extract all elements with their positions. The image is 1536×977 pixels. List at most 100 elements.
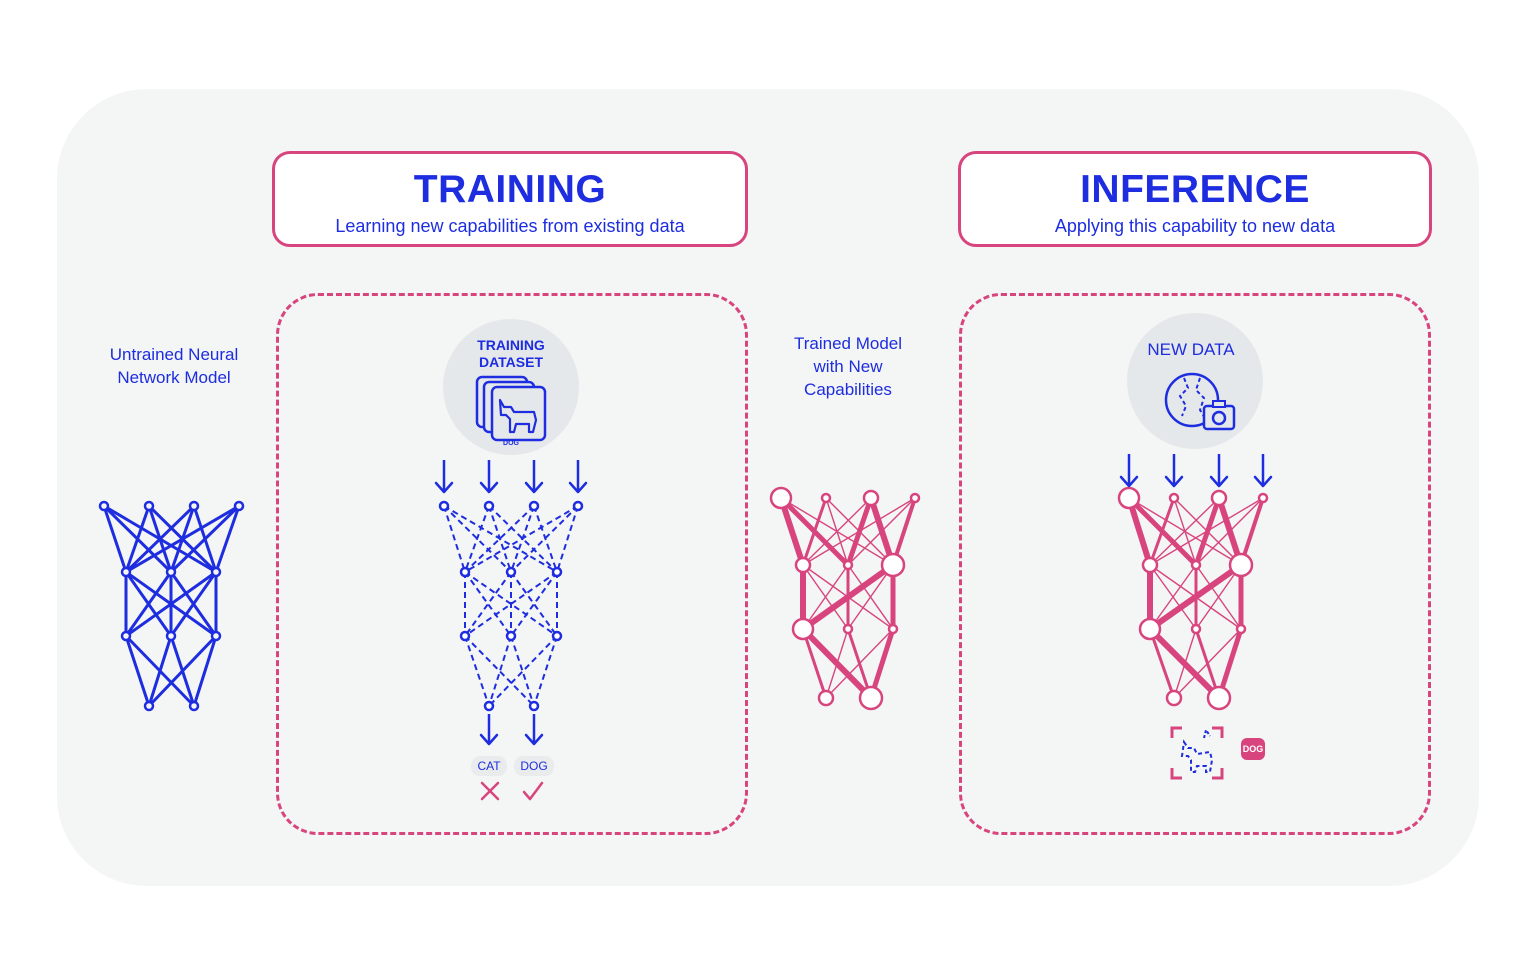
network-node bbox=[188, 700, 200, 712]
network-node bbox=[188, 500, 200, 512]
network-node bbox=[551, 630, 563, 642]
network-edge bbox=[510, 571, 558, 637]
network-edge bbox=[778, 497, 806, 566]
network-edge bbox=[801, 562, 895, 632]
network-edge bbox=[464, 571, 558, 637]
network-edge bbox=[125, 504, 240, 574]
inference-process-box bbox=[959, 293, 1431, 835]
network-edge bbox=[1195, 564, 1242, 630]
network-edge bbox=[1173, 628, 1242, 699]
network-node bbox=[505, 566, 517, 578]
network-edge bbox=[169, 571, 218, 637]
network-node bbox=[528, 700, 540, 712]
network-node bbox=[842, 623, 854, 635]
network-node bbox=[572, 500, 584, 512]
network-edge bbox=[125, 570, 217, 638]
dog-result-badge: DOG bbox=[1241, 738, 1265, 760]
arrow-head bbox=[479, 481, 499, 494]
network-edge bbox=[1149, 497, 1220, 566]
network-node bbox=[1206, 685, 1232, 711]
network-edge bbox=[847, 564, 894, 630]
network-edge bbox=[124, 571, 173, 637]
arrow-head bbox=[434, 481, 454, 494]
network-edge bbox=[825, 628, 894, 699]
network-node bbox=[1257, 492, 1269, 504]
network-edge bbox=[1148, 562, 1243, 632]
network-node bbox=[1210, 489, 1228, 507]
network-node bbox=[120, 566, 132, 578]
network-edge bbox=[124, 504, 196, 574]
network-node bbox=[858, 685, 884, 711]
arrow-head bbox=[568, 481, 588, 494]
network-edge bbox=[464, 635, 490, 707]
network-edge bbox=[801, 497, 828, 566]
network-node bbox=[120, 630, 132, 642]
network-edge bbox=[802, 497, 916, 566]
network-edge bbox=[464, 505, 579, 573]
network-edge bbox=[510, 635, 535, 707]
network-edge bbox=[1195, 497, 1264, 566]
network-node bbox=[1165, 689, 1183, 707]
network-edge bbox=[443, 505, 466, 573]
network-edge bbox=[488, 505, 558, 573]
network-node bbox=[528, 500, 540, 512]
network-edge bbox=[533, 635, 558, 707]
network-edge bbox=[192, 635, 218, 707]
network-edge bbox=[464, 571, 512, 637]
inference-subtitle: Applying this capability to new data bbox=[1054, 216, 1336, 236]
network-node bbox=[794, 556, 812, 574]
network-node bbox=[1190, 559, 1202, 571]
network-node bbox=[551, 566, 563, 578]
network-node bbox=[1190, 623, 1202, 635]
network-edge bbox=[802, 564, 849, 630]
network-node bbox=[769, 486, 793, 510]
arrow-head bbox=[1119, 475, 1139, 488]
arrow-head bbox=[524, 481, 544, 494]
output-dog-pill: DOG bbox=[514, 756, 554, 776]
arrow-head bbox=[524, 733, 544, 746]
network-edge bbox=[464, 505, 490, 573]
network-node bbox=[909, 492, 921, 504]
network-node bbox=[791, 617, 815, 641]
dataset-stack-icon bbox=[475, 375, 547, 442]
network-node bbox=[1168, 492, 1180, 504]
inference-header-box: INFERENCE Applying this capability to ne… bbox=[958, 151, 1432, 247]
arrow-head bbox=[1164, 475, 1184, 488]
new-data-label: NEW DATA bbox=[1147, 340, 1235, 359]
training-subtitle: Learning new capabilities from existing … bbox=[335, 216, 685, 236]
network-node bbox=[210, 566, 222, 578]
check-icon bbox=[522, 781, 544, 801]
network-node bbox=[1117, 486, 1141, 510]
network-node bbox=[143, 500, 155, 512]
arrow-head bbox=[1209, 475, 1229, 488]
network-edge bbox=[1126, 497, 1153, 566]
network-node bbox=[483, 700, 495, 712]
network-edge bbox=[847, 497, 916, 566]
network-edge bbox=[488, 635, 558, 707]
network-node bbox=[438, 500, 450, 512]
network-node bbox=[98, 500, 110, 512]
training-header-box: TRAINING Learning new capabilities from … bbox=[272, 151, 748, 247]
untrained-model-label: Untrained Neural Network Model bbox=[109, 345, 239, 387]
network-node bbox=[842, 559, 854, 571]
network-node bbox=[505, 630, 517, 642]
network-edge bbox=[124, 635, 151, 707]
network-edge bbox=[147, 634, 218, 708]
network-node bbox=[233, 500, 245, 512]
network-node bbox=[887, 623, 899, 635]
arrow-head bbox=[479, 733, 499, 746]
network-node bbox=[210, 630, 222, 642]
network-edge bbox=[802, 497, 872, 566]
network-edge bbox=[464, 505, 535, 573]
trained-model-label: Trained Model with New Capabilities bbox=[793, 334, 903, 399]
network-node bbox=[165, 566, 177, 578]
network-edge bbox=[464, 571, 512, 637]
network-node bbox=[820, 492, 832, 504]
arrow-head bbox=[1253, 475, 1273, 488]
globe-camera-icon bbox=[1164, 372, 1236, 431]
training-process-box bbox=[276, 293, 748, 835]
network-node bbox=[1228, 552, 1254, 578]
